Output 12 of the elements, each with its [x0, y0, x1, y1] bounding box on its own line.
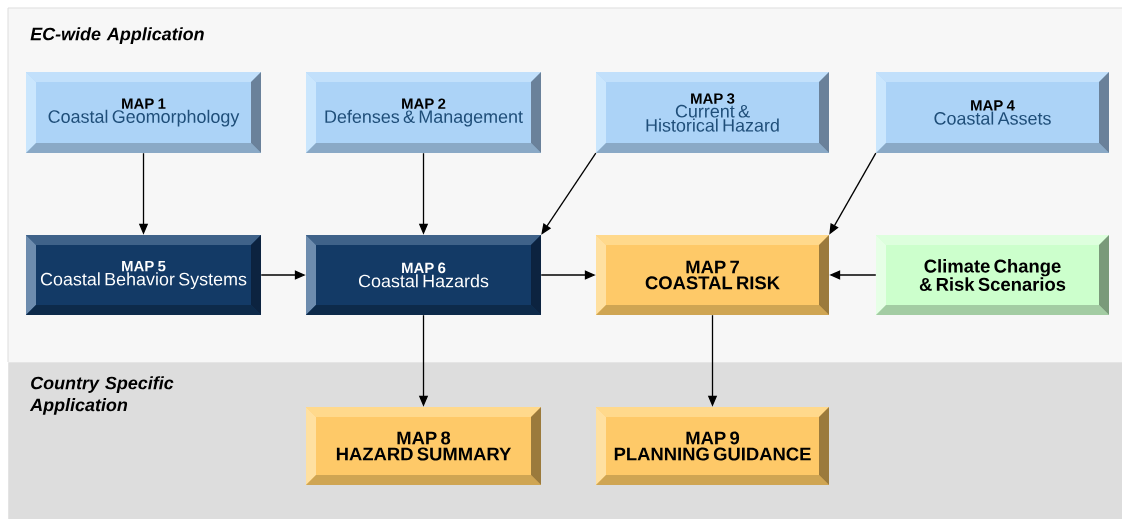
map-box: MAP 6 Coastal Hazards [306, 235, 541, 315]
band-heading: Country Specific Application [29, 376, 174, 415]
band-heading: EC-wide Application [30, 27, 204, 44]
map-box: MAP 1 Coastal Geomorphology [26, 72, 261, 153]
map-box: Climate Change & Risk Scenarios [876, 235, 1109, 315]
map-box: MAP 3 Current & Historical Hazard [596, 72, 829, 153]
map-box: MAP 2 Defenses & Management [306, 72, 541, 153]
map-box: MAP 5 Coastal Behavior Systems [26, 235, 261, 315]
map-box: MAP 4 Coastal Assets [876, 72, 1109, 153]
map-box: MAP 8 HAZARD SUMMARY [306, 407, 541, 485]
map-box: MAP 9 PLANNING GUIDANCE [596, 407, 829, 485]
map-box: MAP 7 COASTAL RISK [596, 235, 829, 315]
